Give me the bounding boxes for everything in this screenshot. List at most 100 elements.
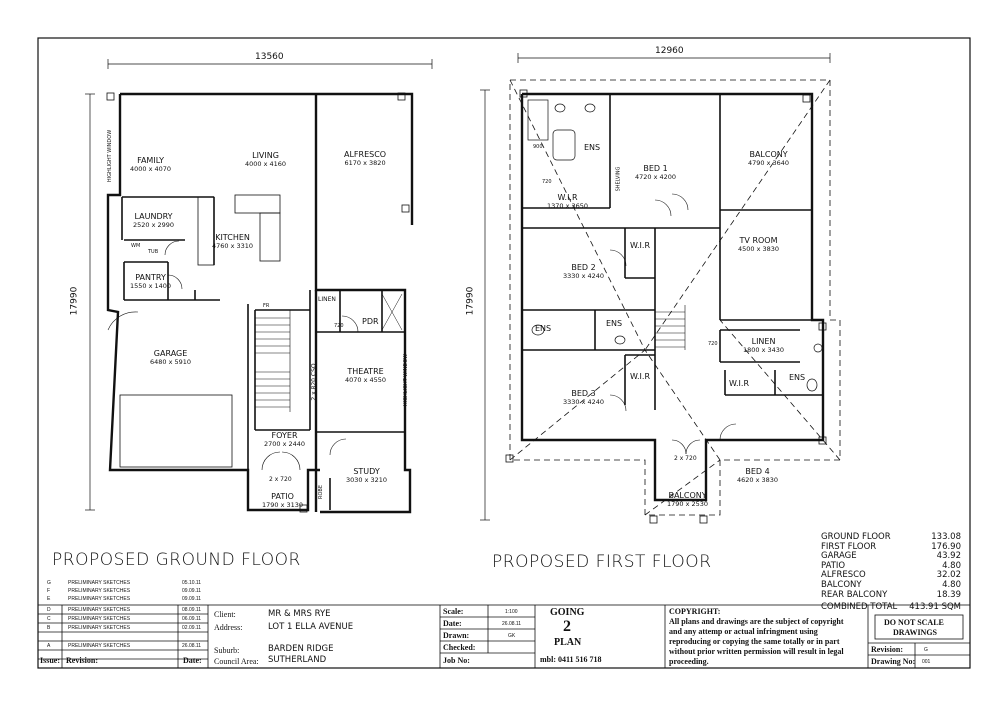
- logo-bottom: PLAN: [554, 637, 582, 648]
- room-dim: 1800 x 3430: [743, 346, 785, 354]
- revision-date: 09.09.11: [182, 588, 202, 594]
- room-name: ALFRESCO: [344, 150, 387, 159]
- revision-issue: E: [47, 596, 51, 602]
- revision-date: 09.09.11: [182, 596, 202, 602]
- room-dim: 3330 x 4240: [563, 398, 605, 406]
- area-row-total: COMBINED TOTAL 413.91 SQM: [821, 603, 961, 613]
- room-dim: 4070 x 4550: [345, 376, 387, 384]
- area-label: FIRST FLOOR: [821, 541, 877, 552]
- door-size-label: 2 x 720: [674, 455, 697, 462]
- revision-desc: PRELIMINARY SKETCHES: [68, 607, 131, 613]
- room-wir-2: W.I.R: [630, 242, 650, 250]
- room-dim: 4720 x 4200: [635, 173, 677, 181]
- room-name: W.I.R: [729, 379, 749, 388]
- area-value: 413.91 SQM: [909, 602, 961, 613]
- area-label: GROUND FLOOR: [821, 532, 891, 542]
- room-dim: 4000 x 4160: [245, 160, 287, 168]
- room-name: BALCONY: [749, 150, 788, 159]
- issue-header: Issue:: [40, 656, 61, 665]
- revision-issue: B: [47, 625, 51, 631]
- first-width-dim: 12960: [655, 46, 684, 56]
- room-name: PANTRY: [135, 273, 166, 282]
- room-dim: 4790 x 3640: [748, 159, 790, 167]
- room-ens-2: ENS: [535, 325, 551, 333]
- area-label: ALFRESCO: [821, 570, 866, 581]
- room-name: BED 4: [745, 467, 770, 476]
- revision-header: Revision:: [66, 656, 98, 665]
- revision-issue: A: [47, 643, 51, 649]
- drawing-no-label: Drawing No:: [871, 657, 916, 666]
- date-header: Date:: [183, 656, 202, 665]
- room-name: W.I.R: [630, 241, 650, 250]
- room-name: LIVING: [252, 151, 279, 160]
- client-value: MR & MRS RYE: [268, 609, 331, 619]
- area-label: PATIO: [821, 560, 846, 571]
- area-label: COMBINED TOTAL: [821, 602, 898, 613]
- revision-issue: F: [47, 588, 51, 594]
- tub-label: TUB: [148, 249, 159, 255]
- revision-date: 02.09.11: [182, 625, 202, 631]
- area-value: 176.90: [931, 541, 961, 552]
- fridge-label: FR: [263, 303, 270, 309]
- area-value: 43.92: [936, 551, 961, 562]
- room-name: BALCONY: [668, 491, 707, 500]
- drawn-label: Drawn:: [443, 631, 470, 640]
- council-value: SUTHERLAND: [268, 655, 327, 665]
- suburb-value: BARDEN RIDGE: [268, 644, 334, 654]
- room-name: FAMILY: [137, 156, 164, 165]
- logo-number: 2: [563, 618, 571, 635]
- room-linen-ground: LINEN: [318, 296, 336, 304]
- date-value: 26.08.11: [502, 621, 522, 627]
- drawn-value: GK: [508, 633, 516, 639]
- highlight-window-label: HIGHLIGHT WINDOW: [107, 129, 114, 183]
- room-ens-1: ENS: [584, 144, 600, 152]
- council-label: Council Area:: [214, 657, 259, 666]
- ground-width-dim: 13560: [255, 52, 284, 62]
- revision-date: 06.09.11: [182, 616, 202, 622]
- do-not-scale: DO NOT SCALE: [884, 618, 944, 627]
- revision-desc: PRELIMINARY SKETCHES: [68, 643, 131, 649]
- ground-depth-dim: 17990: [69, 286, 80, 316]
- copyright-line: reproducing or copying the same totally …: [669, 637, 840, 646]
- client-label: Client:: [214, 610, 236, 619]
- revision-desc: PRELIMINARY SKETCHES: [68, 625, 131, 631]
- room-name: THEATRE: [347, 367, 384, 376]
- copyright-line: proceeding.: [669, 657, 709, 666]
- room-dim: 1790 x 2530: [667, 500, 709, 508]
- revision-desc: PRELIMINARY SKETCHES: [68, 588, 131, 594]
- address-value: LOT 1 ELLA AVENUE: [268, 622, 354, 632]
- mobile-number: mbl: 0411 516 718: [540, 655, 602, 664]
- room-wir-4: W.I.R: [729, 380, 749, 388]
- area-label: GARAGE: [821, 551, 857, 562]
- job-label: Job No:: [443, 656, 470, 665]
- room-name: ENS: [535, 324, 552, 333]
- room-dim: 3330 x 4240: [563, 272, 605, 280]
- room-name: BED 1: [643, 164, 668, 173]
- room-dim: 2700 x 2440: [264, 440, 306, 448]
- room-pdr: PDR: [362, 318, 379, 326]
- ground-floor-title: PROPOSED GROUND FLOOR: [52, 550, 301, 570]
- room-dim: 6170 x 3820: [344, 159, 386, 167]
- room-dim: 4500 x 3830: [738, 245, 780, 253]
- date-label: Date:: [443, 619, 462, 628]
- room-name: BED 2: [571, 263, 596, 272]
- revision-issue: C: [47, 616, 51, 622]
- room-name: FOYER: [271, 431, 298, 440]
- door-size-label: 720: [334, 323, 344, 329]
